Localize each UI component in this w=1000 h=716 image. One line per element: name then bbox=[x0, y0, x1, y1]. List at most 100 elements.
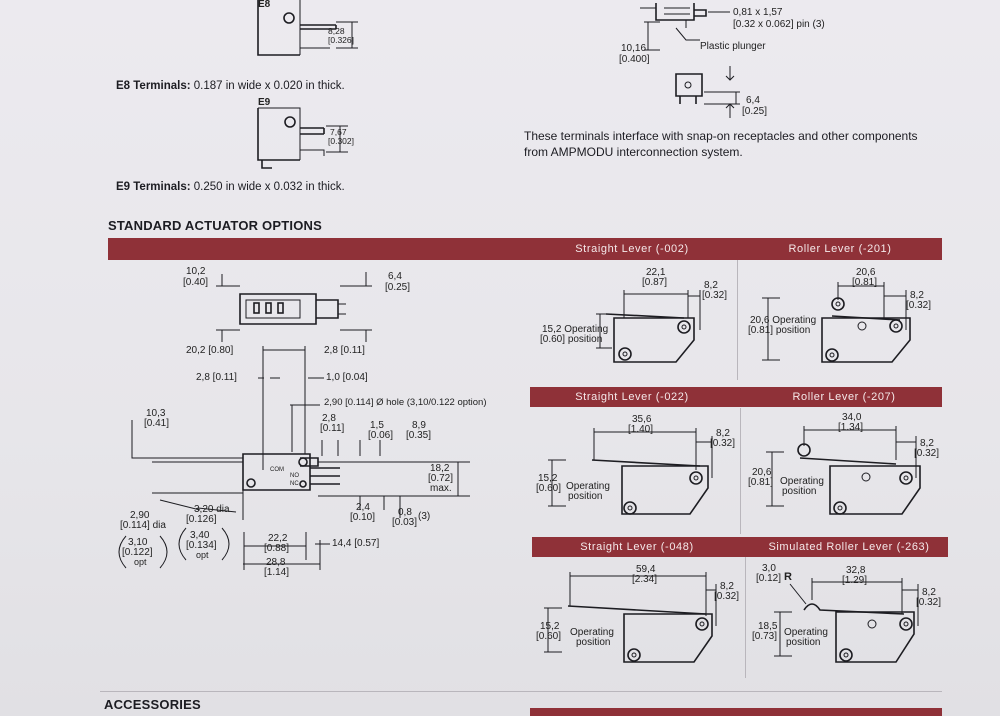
dim-2-8-left: 2,8 [0.11] bbox=[196, 372, 237, 383]
pc-height-in: [0.400] bbox=[619, 54, 650, 65]
a207-top-in: [1.34] bbox=[838, 422, 864, 433]
dim-3-20-in: [0.126] bbox=[186, 514, 217, 525]
a048-right-in: [0.32] bbox=[714, 591, 740, 602]
a263-r-mm: 3,0 bbox=[762, 563, 776, 574]
section-title: STANDARD ACTUATOR OPTIONS bbox=[108, 218, 322, 233]
column-separator bbox=[737, 260, 738, 380]
pc-height-mm: 10,16 bbox=[621, 43, 647, 54]
a263-left-mm: 18,5 bbox=[758, 621, 778, 632]
a207-top-mm: 34,0 bbox=[842, 412, 862, 423]
pc-pin-dim-in: [0.32 x 0.062] pin (3) bbox=[733, 19, 825, 30]
a201-right-in: [0.32] bbox=[906, 300, 932, 311]
a263-right-mm: 8,2 bbox=[922, 587, 936, 598]
a207-op: Operating bbox=[780, 476, 824, 487]
section-band bbox=[108, 238, 942, 260]
a263-left-in: [0.73] bbox=[752, 631, 778, 642]
dim-6-4: 6,4 bbox=[388, 271, 402, 282]
actuator-band-row2 bbox=[530, 387, 942, 407]
a002-right-mm: 8,2 bbox=[704, 280, 718, 291]
e8-dim-in: [0.326] bbox=[328, 35, 354, 45]
dim-3-10-opt: opt bbox=[134, 557, 147, 567]
plastic-plunger-label: Plastic plunger bbox=[700, 41, 766, 52]
dim-3-10: 3,10 bbox=[128, 537, 148, 548]
a263-op: Operating bbox=[784, 627, 828, 638]
a201-top-mm: 20,6 bbox=[856, 267, 876, 278]
a263-r-in: [0.12] bbox=[756, 573, 782, 584]
dim-10-3-in: [0.41] bbox=[144, 418, 170, 429]
column-separator bbox=[745, 554, 746, 678]
a263-pos: position bbox=[786, 637, 821, 648]
dim-3-20: 3,20 dia bbox=[194, 504, 230, 515]
dim-1-5: 1,5 bbox=[370, 420, 384, 431]
pc-terminal-drawing bbox=[640, 3, 740, 118]
dim-10-3: 10,3 bbox=[146, 408, 166, 419]
dim-20-2: 20,2 [0.80] bbox=[186, 345, 234, 356]
dim-18-2-max: max. bbox=[430, 483, 452, 494]
a201-right-mm: 8,2 bbox=[910, 290, 924, 301]
header-roller-lever-207: Roller Lever (-207) bbox=[792, 391, 896, 403]
accessories-divider bbox=[100, 691, 942, 692]
dim-2-90: 2,90 bbox=[130, 510, 150, 521]
actuator-band-row3 bbox=[532, 537, 948, 557]
a201-top-in: [0.81] bbox=[852, 277, 878, 288]
dim-22-2-in: [0.88] bbox=[264, 543, 290, 554]
dim-2-4-in: [0.10] bbox=[350, 512, 376, 523]
dim-2-8-mid-in: [0.11] bbox=[320, 423, 345, 434]
pc-pin-len-mm: 6,4 bbox=[746, 95, 760, 106]
pc-pin-dim: 0,81 x 1,57 bbox=[733, 7, 783, 18]
e9-dim-in: [0.302] bbox=[328, 136, 354, 146]
dim-1-5-in: [0.06] bbox=[368, 430, 394, 441]
a002-top-in: [0.87] bbox=[642, 277, 668, 288]
e8-terminal-drawing bbox=[257, 0, 358, 56]
no-label: NO bbox=[290, 473, 299, 479]
a048-right-mm: 8,2 bbox=[720, 581, 734, 592]
dim-18-2-in: [0.72] bbox=[428, 473, 454, 484]
a201-left-in: [0.81] position bbox=[748, 325, 811, 336]
a048-left-mm: 15,2 bbox=[540, 621, 560, 632]
dim-0-8-count: (3) bbox=[418, 511, 431, 522]
header-simulated-roller-263: Simulated Roller Lever (-263) bbox=[768, 541, 930, 553]
a207-right-in: [0.32] bbox=[914, 448, 940, 459]
accessories-title: ACCESSORIES bbox=[104, 697, 201, 712]
dim-0-8-in: [0.03] bbox=[392, 517, 418, 528]
ampmodu-note: These terminals interface with snap-on r… bbox=[524, 129, 918, 159]
a207-right-mm: 8,2 bbox=[920, 438, 934, 449]
a048-pos: position bbox=[576, 637, 611, 648]
accessories-band bbox=[530, 708, 942, 716]
dim-hole: 2,90 [0.114] Ø hole (3,10/0.122 option) bbox=[324, 397, 487, 408]
a022-right-mm: 8,2 bbox=[716, 428, 730, 439]
dim-8-9-in: [0.35] bbox=[406, 430, 432, 441]
dim-8-9: 8,9 bbox=[412, 420, 426, 431]
dim-3-40: 3,40 bbox=[190, 530, 210, 541]
a002-top-mm: 22,1 bbox=[646, 267, 666, 278]
a263-top-mm: 32,8 bbox=[846, 565, 866, 576]
a048-top-in: [2.34] bbox=[632, 574, 658, 585]
dim-14-4: 14,4 [0.57] bbox=[332, 538, 380, 549]
dim-2-4: 2,4 bbox=[356, 502, 370, 513]
dim-3-40-opt: opt bbox=[196, 550, 209, 560]
e9-dim-mm: 7,67 bbox=[330, 127, 347, 137]
dim-10-2: 10,2 bbox=[186, 266, 206, 277]
dim-3-40-in: [0.134] bbox=[186, 540, 217, 551]
a207-left-in: [0.81] bbox=[748, 477, 774, 488]
a048-top-mm: 59,4 bbox=[636, 564, 656, 575]
a022-op: Operating bbox=[566, 481, 610, 492]
header-straight-lever-048: Straight Lever (-048) bbox=[580, 541, 694, 553]
dim-18-2: 18,2 bbox=[430, 463, 450, 474]
a022-top-mm: 35,6 bbox=[632, 414, 652, 425]
opt-brackets bbox=[118, 527, 230, 569]
e9-caption: E9 Terminals: 0.250 in wide x 0.032 in t… bbox=[116, 181, 345, 193]
header-roller-lever-201: Roller Lever (-201) bbox=[788, 243, 892, 255]
dim-22-2: 22,2 bbox=[268, 533, 288, 544]
a263-top-in: [1.29] bbox=[842, 575, 868, 586]
dim-1-0: 1,0 [0.04] bbox=[326, 372, 368, 383]
header-straight-lever-002: Straight Lever (-002) bbox=[575, 243, 689, 255]
e9-code: E9 bbox=[258, 97, 271, 108]
a207-pos: position bbox=[782, 486, 817, 497]
e8-caption: E8 Terminals: 0.187 in wide x 0.020 in t… bbox=[116, 80, 345, 92]
pc-pin-len-in: [0.25] bbox=[742, 106, 768, 117]
a207-left-mm: 20,6 bbox=[752, 467, 772, 478]
column-separator bbox=[740, 408, 741, 534]
e8-code: E8 bbox=[258, 0, 271, 10]
